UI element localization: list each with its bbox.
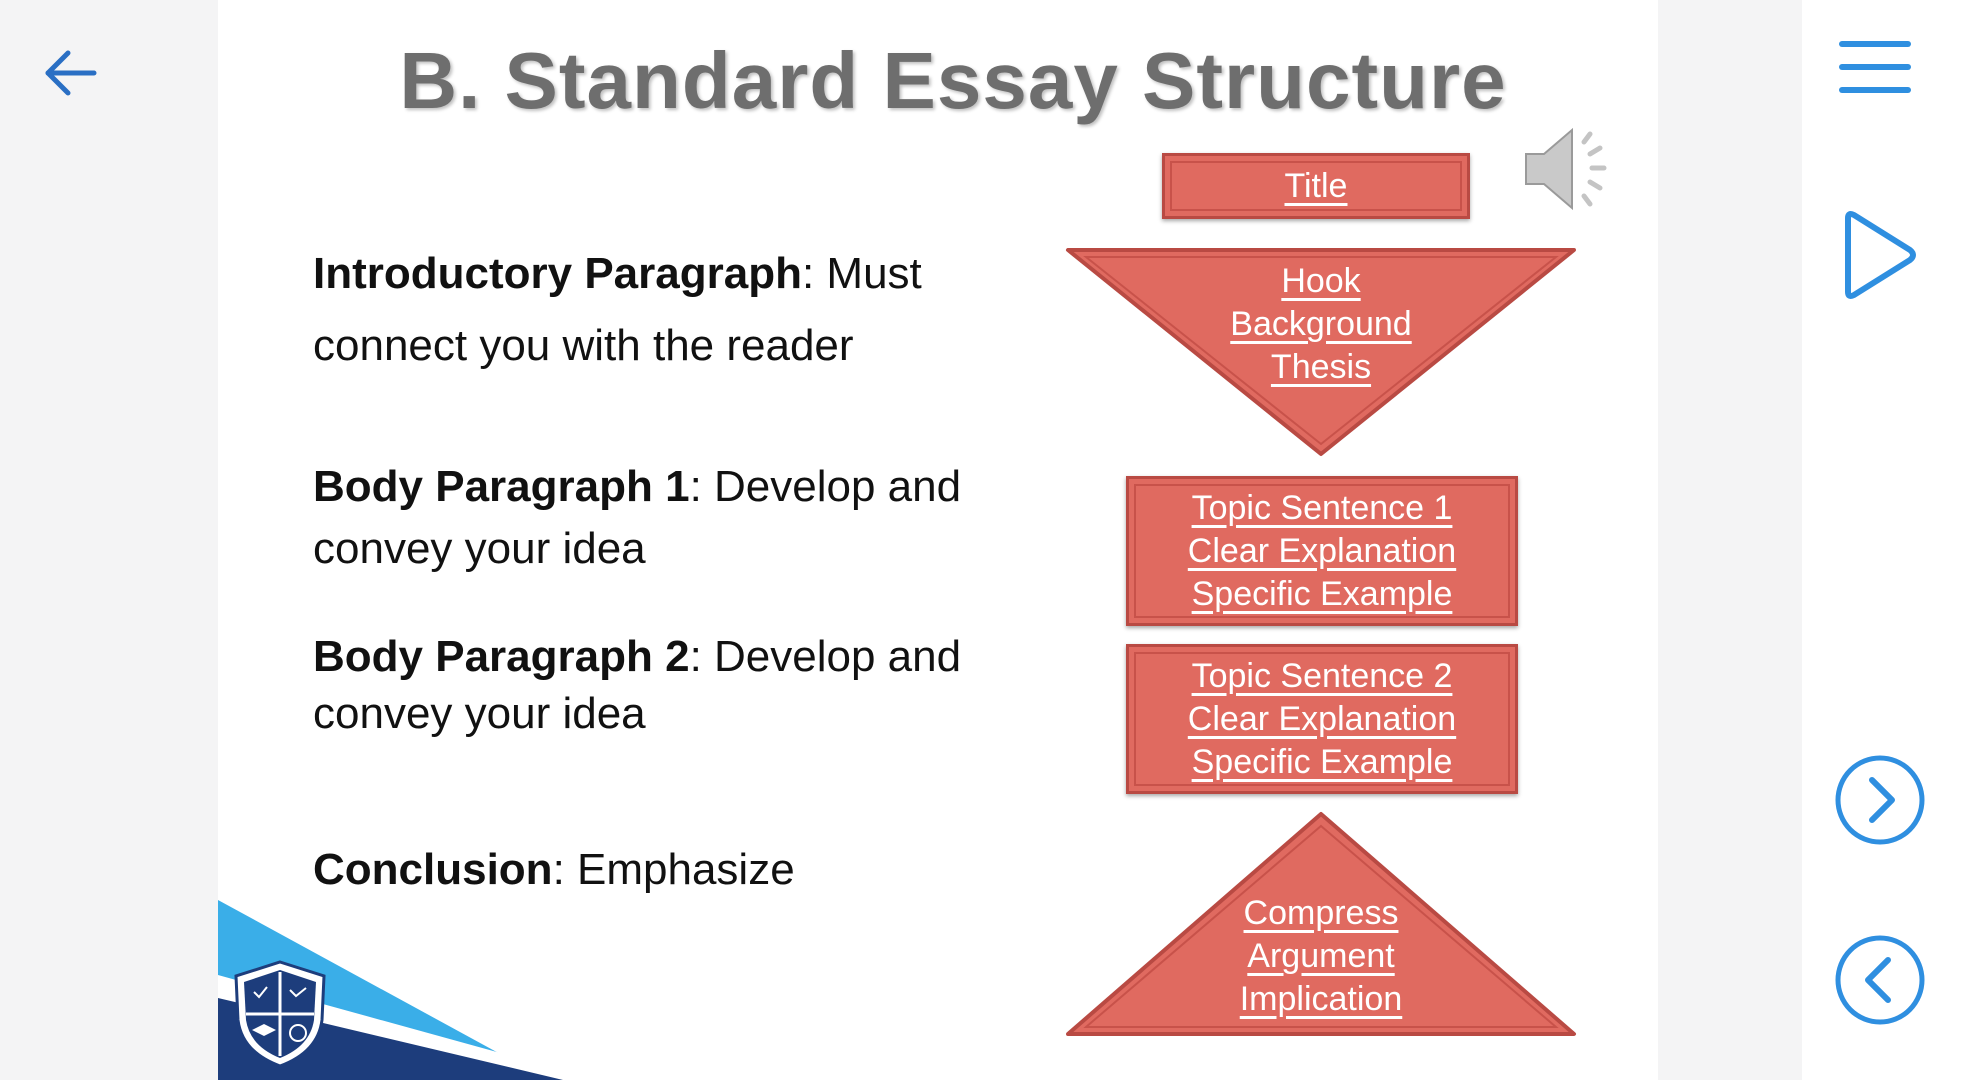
conclusion-item-argument: Argument bbox=[1247, 937, 1395, 975]
previous-slide-button[interactable] bbox=[1834, 934, 1926, 1026]
chevron-left-circle-icon bbox=[1835, 935, 1925, 1025]
shield-logo bbox=[230, 958, 330, 1070]
audio-button[interactable] bbox=[1518, 118, 1618, 218]
intro-heading: Introductory Paragraph bbox=[313, 249, 802, 298]
body2-explanation: Clear Explanation bbox=[1187, 699, 1457, 738]
intro-item-background: Background bbox=[1230, 305, 1412, 343]
menu-button[interactable] bbox=[1838, 36, 1912, 98]
speaker-icon bbox=[1525, 127, 1607, 211]
slide: B. Standard Essay Structure Introductory… bbox=[218, 0, 1658, 1080]
body1-paragraph: Body Paragraph 1: Develop and convey you… bbox=[313, 456, 1013, 580]
arrow-left-icon bbox=[45, 50, 97, 96]
body1-example: Specific Example bbox=[1191, 574, 1453, 613]
right-rail bbox=[1802, 0, 1969, 1080]
conclusion-triangle: Compress Argument Implication bbox=[1064, 810, 1578, 1038]
conclusion-heading: Conclusion bbox=[313, 845, 553, 894]
body1-box: Topic Sentence 1 Clear Explanation Speci… bbox=[1126, 476, 1518, 626]
body2-text: : Develop and bbox=[689, 632, 962, 681]
conclusion-item-compress: Compress bbox=[1243, 894, 1399, 932]
left-rail bbox=[0, 0, 218, 1080]
conclusion-triangle-shape bbox=[1066, 812, 1576, 1036]
title-box-label: Title bbox=[1284, 166, 1348, 205]
intro-triangle: Hook Background Thesis bbox=[1064, 246, 1578, 460]
body1-topic: Topic Sentence 1 bbox=[1191, 488, 1453, 527]
intro-item-hook: Hook bbox=[1281, 262, 1361, 300]
slide-title: B. Standard Essay Structure bbox=[399, 36, 1507, 125]
body1-heading: Body Paragraph 1 bbox=[313, 462, 690, 511]
conclusion-item-implication: Implication bbox=[1239, 980, 1403, 1018]
intro-text-2: connect you with the reader bbox=[313, 321, 854, 370]
body1-text: : Develop and bbox=[689, 462, 962, 511]
intro-triangle-shape bbox=[1066, 248, 1576, 456]
conclusion-text: : Emphasize bbox=[552, 845, 795, 894]
play-button[interactable] bbox=[1838, 210, 1918, 300]
intro-text: : Must bbox=[801, 249, 922, 298]
conclusion-paragraph: Conclusion: Emphasize bbox=[313, 842, 1013, 897]
body2-example: Specific Example bbox=[1191, 742, 1453, 781]
hamburger-menu-icon bbox=[1839, 41, 1911, 93]
play-icon bbox=[1845, 211, 1916, 299]
body2-topic: Topic Sentence 2 bbox=[1191, 656, 1453, 695]
chevron-right-circle-icon bbox=[1835, 755, 1925, 845]
body2-heading: Body Paragraph 2 bbox=[313, 632, 690, 681]
intro-item-thesis: Thesis bbox=[1270, 348, 1372, 386]
body2-paragraph: Body Paragraph 2: Develop and convey you… bbox=[313, 628, 1013, 742]
intro-paragraph: Introductory Paragraph: Must connect you… bbox=[313, 238, 1013, 382]
next-slide-button[interactable] bbox=[1834, 754, 1926, 846]
title-box: Title bbox=[1162, 153, 1470, 219]
body1-text-2: convey your idea bbox=[313, 524, 646, 573]
back-button[interactable] bbox=[40, 42, 102, 104]
body1-explanation: Clear Explanation bbox=[1187, 531, 1457, 570]
body2-box: Topic Sentence 2 Clear Explanation Speci… bbox=[1126, 644, 1518, 794]
body2-text-2: convey your idea bbox=[313, 689, 646, 738]
